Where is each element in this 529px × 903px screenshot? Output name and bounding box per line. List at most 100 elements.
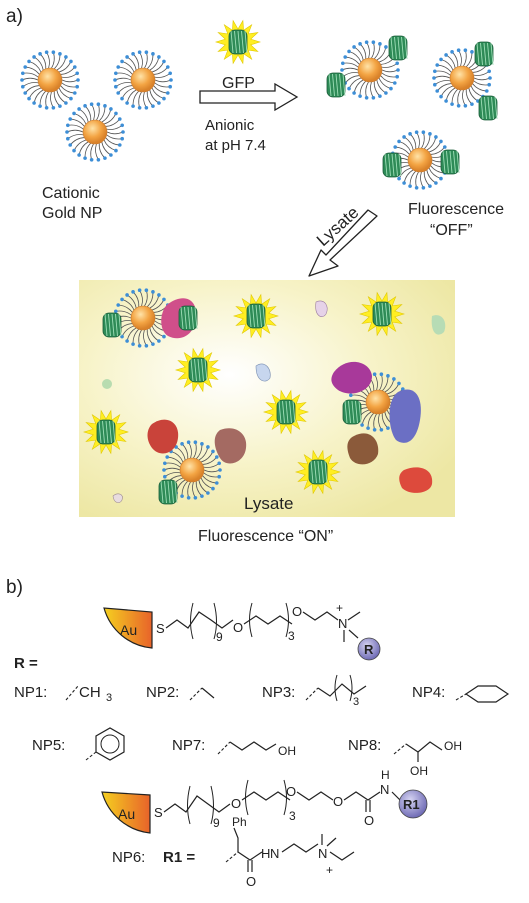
r-label: R xyxy=(364,642,374,657)
cationic-headgroup xyxy=(434,135,438,139)
cationic-headgroup xyxy=(358,94,362,98)
cationic-headgroup xyxy=(38,104,42,108)
au-label: Au xyxy=(120,622,137,638)
cationic-headgroup xyxy=(120,59,124,64)
ligand-chain xyxy=(98,143,106,159)
ligand-chain xyxy=(53,91,61,107)
cationic-headgroup xyxy=(113,78,117,82)
ligand-chain xyxy=(22,72,39,78)
repeat-bracket xyxy=(249,602,289,638)
beta-strand xyxy=(259,304,262,328)
beta-strand xyxy=(190,358,194,382)
beta-strand xyxy=(230,30,234,54)
cationic-headgroup xyxy=(217,461,221,466)
cyclohexyl-ring xyxy=(464,685,510,703)
cationic-headgroup xyxy=(66,136,70,141)
beta-strand xyxy=(456,150,460,174)
structure-np6: Au S 9 O O 3 O O N H R1 xyxy=(101,768,428,834)
cationic-headgroup xyxy=(151,290,155,294)
np8-label: NP8: xyxy=(348,737,381,754)
cationic-headgroup xyxy=(125,339,129,343)
r-header: R = xyxy=(14,655,38,672)
cationic-headgroup xyxy=(378,42,382,46)
cationic-headgroup xyxy=(439,57,443,62)
gfp-protein-icon xyxy=(478,95,498,121)
cationic-headgroup xyxy=(372,372,377,377)
cationic-headgroup xyxy=(137,288,142,293)
beta-strand xyxy=(234,30,237,54)
beta-strand xyxy=(388,153,391,177)
ligand-chain xyxy=(373,43,381,60)
beta-strand xyxy=(252,304,255,328)
beta-barrel xyxy=(188,357,208,383)
cationic-headgroup xyxy=(200,494,204,498)
cationic-headgroup xyxy=(120,297,124,302)
ligand-chain xyxy=(366,42,370,59)
cationic-headgroup xyxy=(21,84,25,89)
cationic-nanoparticle xyxy=(113,50,173,110)
methyl-bond xyxy=(347,611,361,621)
beta-strand xyxy=(442,150,446,174)
ligand-chain xyxy=(114,77,132,81)
panel-b-label: b) xyxy=(6,577,23,598)
np7-label: NP7: xyxy=(172,737,205,754)
ph-group: Ph xyxy=(232,815,247,829)
lysate-protein xyxy=(399,467,433,493)
r1-label: R1 xyxy=(403,797,420,812)
cationic-headgroup xyxy=(217,474,221,479)
cationic-headgroup xyxy=(51,50,56,55)
ligand-chain xyxy=(106,131,124,135)
aromatic-circle xyxy=(100,734,120,754)
beta-barrel xyxy=(228,29,248,55)
cationic-headgroup xyxy=(389,86,393,91)
diol-chain xyxy=(405,741,443,753)
beta-barrel xyxy=(440,149,460,175)
beta-strand xyxy=(358,400,362,424)
ligand-chain xyxy=(433,75,451,79)
cationic-headgroup xyxy=(137,105,142,110)
cationic-headgroup xyxy=(44,105,49,110)
lysate-protein xyxy=(389,389,421,443)
r1-equals: R1 = xyxy=(163,849,195,866)
beta-barrel xyxy=(308,459,328,485)
cationic-headgroup xyxy=(116,303,121,307)
gold-core xyxy=(130,67,156,93)
beta-strand xyxy=(174,480,178,504)
beta-strand xyxy=(487,96,491,120)
ligand-chain xyxy=(67,124,84,130)
cationic-headgroup xyxy=(341,61,345,66)
cationic-headgroup xyxy=(378,94,382,98)
cationic-headgroup xyxy=(371,40,376,45)
beta-barrel xyxy=(102,312,122,338)
cationic-headgroup xyxy=(144,288,149,293)
beta-strand xyxy=(446,150,449,174)
cationic-headgroup xyxy=(131,52,135,56)
beta-strand xyxy=(374,302,378,326)
ligand-chain xyxy=(96,104,100,121)
cationic-headgroup xyxy=(397,139,401,144)
ligand-chain xyxy=(146,53,154,70)
gfp-protein-icon xyxy=(294,449,342,495)
beta-barrel xyxy=(388,35,408,61)
attachment-bond xyxy=(305,687,319,701)
beta-strand xyxy=(285,400,289,424)
cationic-headgroup xyxy=(75,71,79,76)
cationic-nanoparticle xyxy=(20,50,80,110)
beta-strand xyxy=(381,302,385,326)
beta-barrel xyxy=(478,95,498,121)
cationic-headgroup xyxy=(206,445,210,449)
cationic-headgroup xyxy=(358,42,362,46)
beta-strand xyxy=(453,150,456,174)
r1-group-ball xyxy=(398,789,428,819)
ligand-chain xyxy=(21,77,39,81)
cationic-headgroup xyxy=(463,103,468,108)
cationic-headgroup xyxy=(20,78,24,82)
ligand-chain xyxy=(371,42,375,59)
lysate-protein xyxy=(347,433,379,465)
beta-strand xyxy=(111,313,115,337)
beta-barrel xyxy=(382,152,402,178)
ligand-chain xyxy=(473,80,490,86)
cationic-headgroup xyxy=(162,468,166,472)
cationic-headgroup xyxy=(372,427,377,432)
cationic-headgroup xyxy=(393,145,398,149)
